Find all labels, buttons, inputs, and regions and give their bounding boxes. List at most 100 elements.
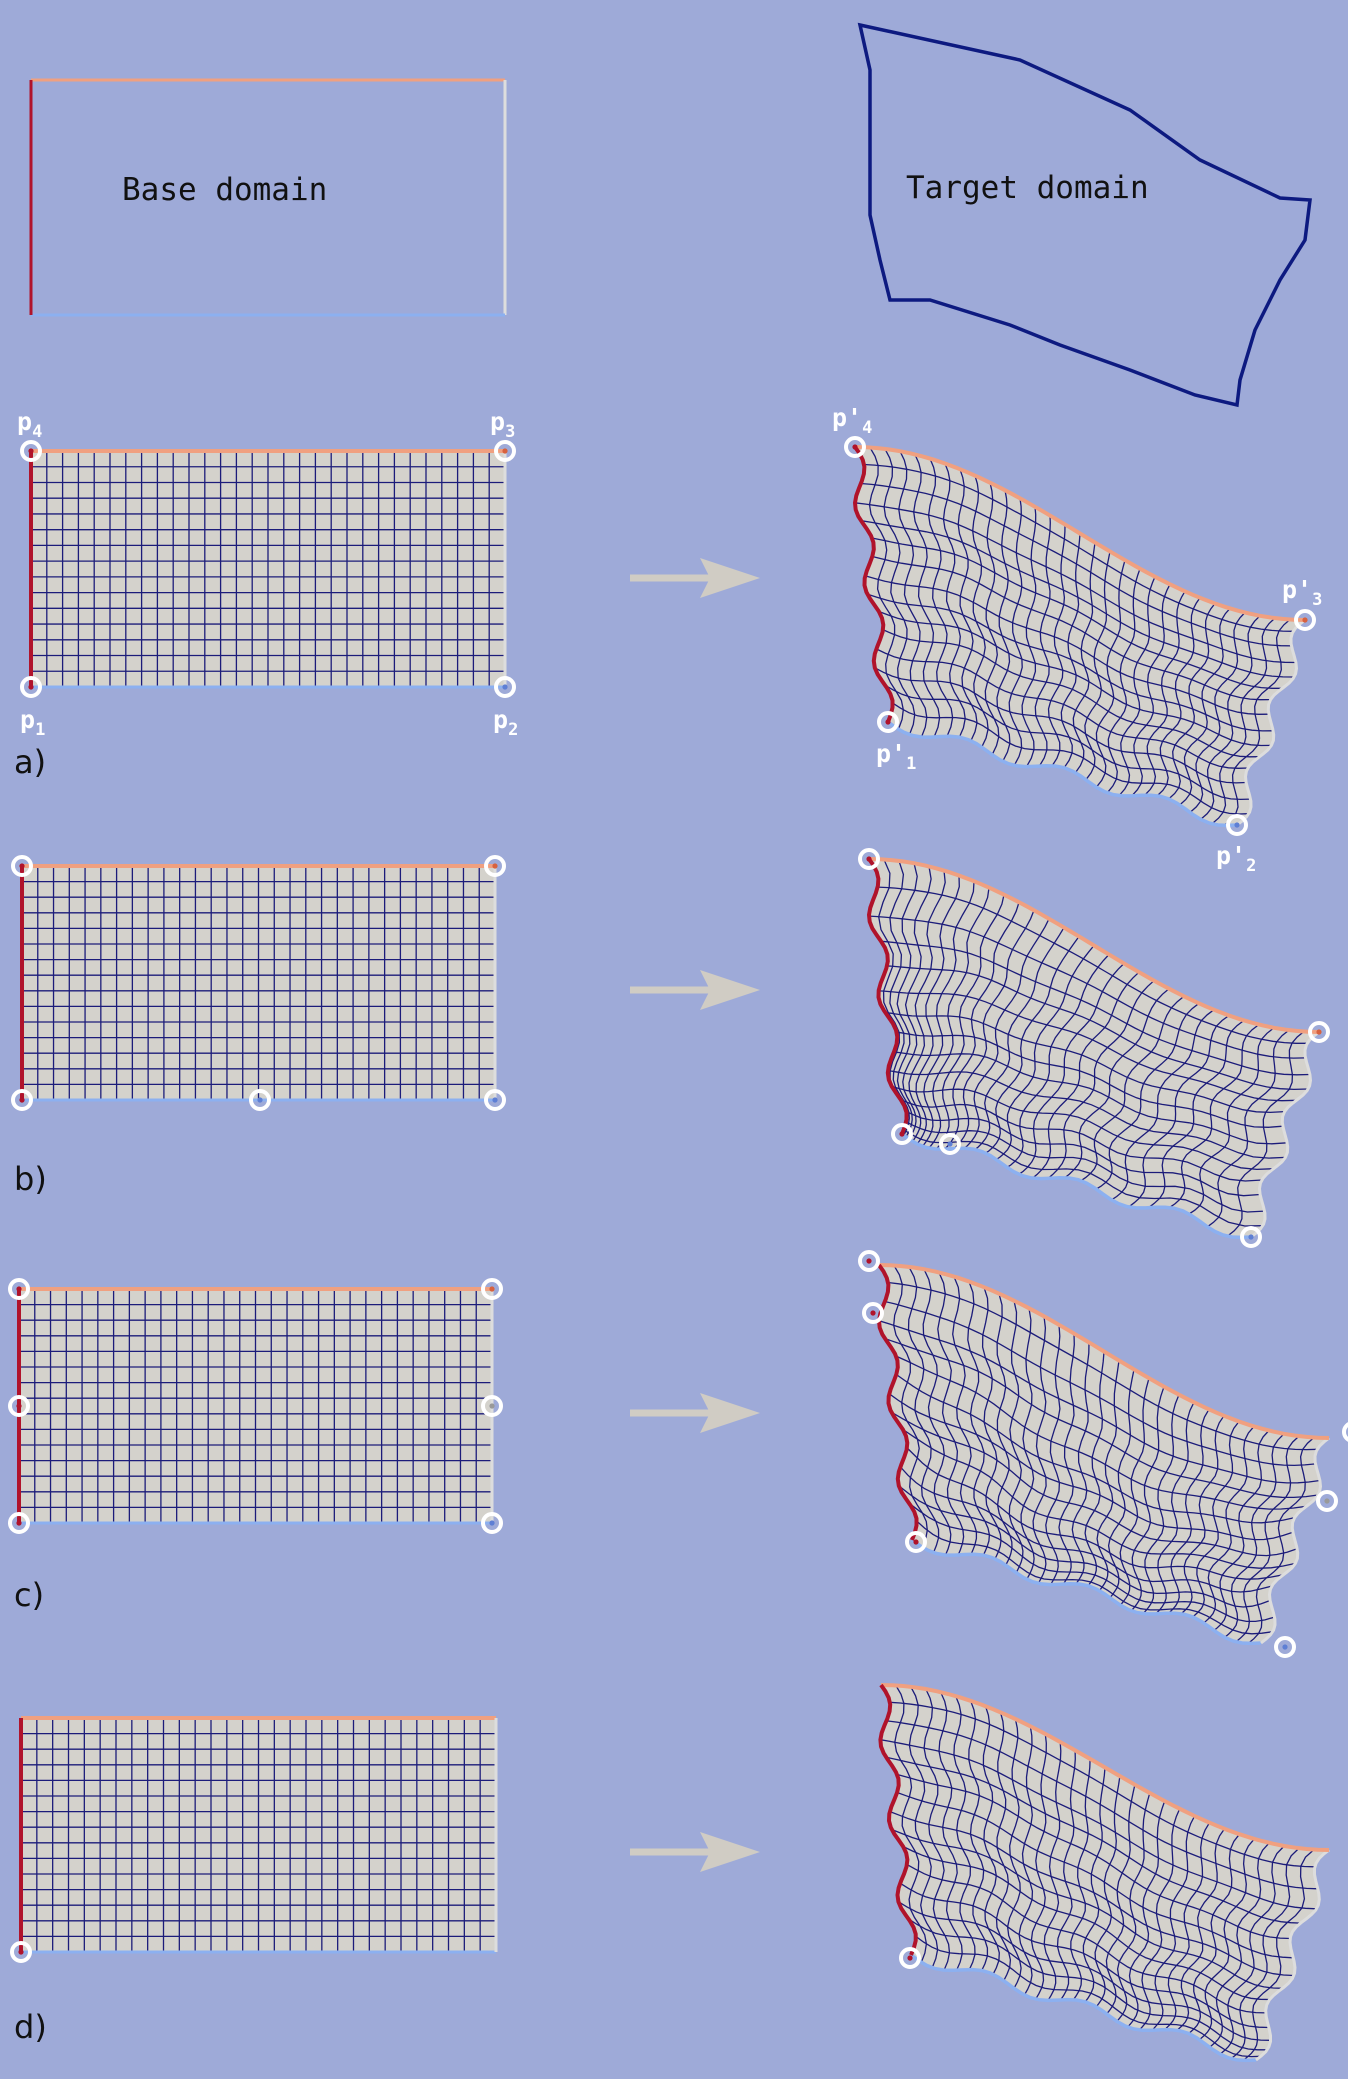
- mesh-line: [886, 1756, 1301, 1924]
- mesh-line: [1144, 590, 1186, 796]
- control-point-marker: [1274, 1636, 1296, 1658]
- mesh-line: [863, 463, 1294, 632]
- mesh-line: [995, 1712, 1012, 1982]
- row-labels: a) b) c) d): [14, 743, 47, 2046]
- mesh-line: [892, 702, 1249, 815]
- mesh-line: [972, 475, 989, 748]
- row-d: [10, 1683, 1330, 2063]
- control-point-marker: [484, 855, 506, 877]
- marker-dot: [489, 1286, 495, 1292]
- marker-dot: [913, 1539, 919, 1545]
- mesh-line: [1139, 1808, 1181, 2031]
- marker-dot: [1234, 822, 1240, 828]
- mesh-line: [985, 936, 1080, 1154]
- marker-dot: [502, 684, 508, 690]
- mesh-line: [1030, 1733, 1047, 2000]
- mesh-line: [907, 1266, 940, 1553]
- mesh-line: [923, 1688, 951, 1971]
- mesh-line: [902, 1845, 1270, 2001]
- mesh-line: [984, 482, 1000, 755]
- marker-ring: [1342, 1422, 1348, 1442]
- mesh-line: [1168, 1023, 1260, 1209]
- mesh-line: [1164, 1822, 1211, 2031]
- mesh-line: [887, 1070, 1286, 1159]
- target-bottom-edge: [900, 1132, 1252, 1240]
- control-point-marker: [1294, 609, 1316, 631]
- subscript: 4: [862, 418, 872, 438]
- mesh-line: [1119, 1378, 1150, 1606]
- mesh-line: [884, 1300, 1316, 1467]
- mesh-line: [896, 1773, 1291, 1940]
- mesh-fill: [880, 1685, 1329, 2061]
- mesh-line: [1142, 1394, 1180, 1614]
- mesh-line: [896, 863, 918, 1138]
- mesh-line: [895, 1355, 1307, 1510]
- marker-ring: [1226, 814, 1248, 836]
- mesh-line: [1008, 1300, 1024, 1574]
- marker-ring: [891, 1123, 913, 1145]
- mesh-line: [878, 1320, 1320, 1484]
- mesh-line: [1207, 1029, 1290, 1228]
- target-domain-label: Target domain: [906, 170, 1149, 206]
- marker-dot: [870, 1310, 876, 1316]
- mesh-line: [915, 875, 960, 1145]
- mesh-line: [860, 520, 1294, 678]
- control-point-marker: [899, 1947, 921, 1969]
- control-point-marker: [1240, 1226, 1262, 1248]
- mesh-line: [1060, 533, 1081, 769]
- mesh-line: [891, 1411, 1298, 1557]
- marker-ring: [1316, 1490, 1338, 1512]
- marker-dot: [852, 444, 858, 450]
- mesh-line: [1209, 1842, 1270, 2048]
- marker-ring: [844, 436, 866, 458]
- marker-ring: [877, 711, 899, 733]
- mesh-line: [882, 629, 1260, 758]
- marker-ring: [484, 855, 506, 877]
- label-pp2: p'2: [1216, 841, 1256, 876]
- mesh-line: [1189, 612, 1246, 813]
- mesh-fill: [855, 447, 1305, 826]
- mesh-line: [996, 490, 1011, 762]
- mesh-line: [1095, 1002, 1200, 1190]
- control-point-marker: [1342, 1422, 1348, 1442]
- marker-ring: [20, 440, 42, 462]
- marker-dot: [502, 448, 508, 454]
- mesh-line: [908, 870, 946, 1142]
- mesh-line: [898, 1485, 1271, 1608]
- target-left-edge: [878, 1683, 918, 1956]
- mesh-line: [884, 1338, 1318, 1499]
- mesh-line: [1034, 515, 1051, 767]
- mesh-line: [1032, 971, 1140, 1179]
- mesh-line: [1180, 1415, 1225, 1615]
- marker-ring: [249, 1089, 271, 1111]
- mesh-line: [1006, 1718, 1022, 1989]
- label-pp3: p'3: [1282, 575, 1322, 610]
- mesh-line: [895, 1373, 1295, 1524]
- control-point-marker: [481, 1395, 503, 1417]
- mesh-line: [1045, 1324, 1061, 1585]
- mesh-line: [896, 1791, 1294, 1959]
- mesh-line: [891, 1086, 1274, 1171]
- control-point-marker: [844, 436, 866, 458]
- mesh-line: [942, 463, 966, 738]
- control-point-marker: [481, 1278, 503, 1300]
- subscript: 2: [1246, 856, 1256, 876]
- control-point-marker: [8, 1395, 30, 1417]
- marker-dot: [28, 684, 34, 690]
- mesh-line: [967, 1281, 991, 1556]
- mesh-line: [896, 1031, 1283, 1128]
- mesh-line: [867, 593, 1274, 732]
- control-point-marker: [11, 1089, 33, 1111]
- subscript: 2: [508, 720, 518, 740]
- marker-ring: [939, 1133, 961, 1155]
- mesh-line: [880, 1739, 1317, 1910]
- mesh-line: [889, 860, 910, 1136]
- mesh-line: [1094, 1776, 1121, 2008]
- control-point-marker: [891, 1123, 913, 1145]
- target-bottom-edge: [909, 1953, 1257, 2063]
- mesh-line: [1064, 988, 1170, 1179]
- marker-ring: [484, 1089, 506, 1111]
- mesh-line: [906, 1447, 1284, 1580]
- mesh-line: [938, 1691, 963, 1971]
